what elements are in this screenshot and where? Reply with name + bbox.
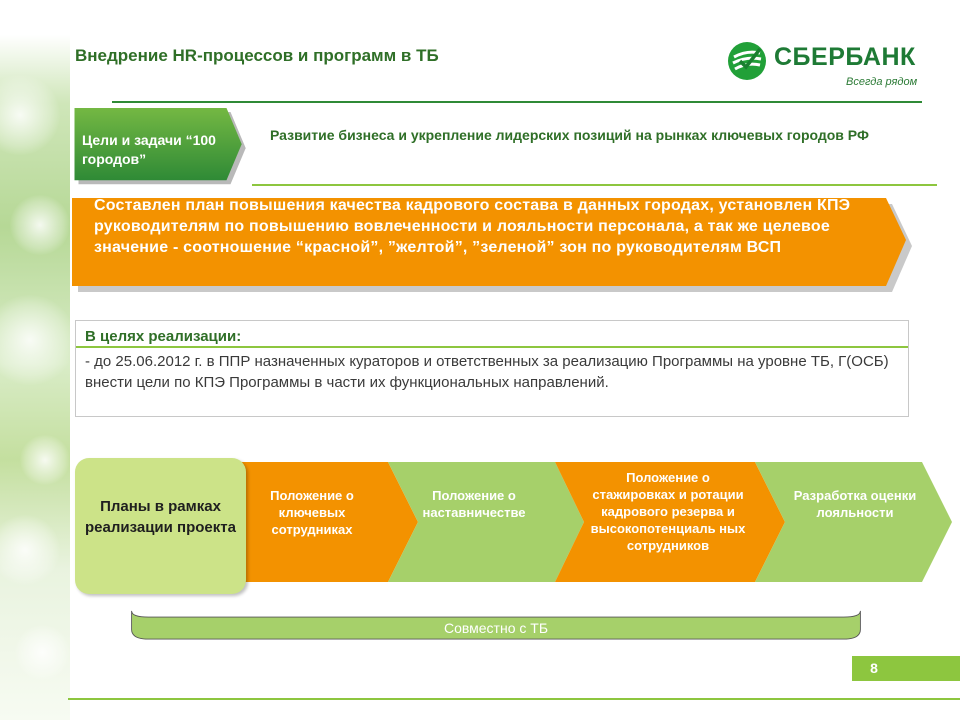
- sberbank-logo: СБЕРБАНК Всегда рядом: [726, 36, 926, 96]
- decorative-side-strip: [0, 35, 75, 720]
- banner-text: Составлен план повышения качества кадров…: [94, 197, 851, 256]
- logo-slogan: Всегда рядом: [846, 76, 918, 88]
- title-divider: [112, 101, 922, 103]
- together-label: Совместно с ТБ: [443, 620, 549, 636]
- page-number: 8: [870, 660, 878, 676]
- plans-box: [75, 458, 246, 594]
- step-3-label: Положение о стажировках и ротации кадров…: [590, 470, 746, 553]
- step-2-label: Положение о наставничестве: [422, 488, 526, 520]
- plans-label: Планы в рамках реализации проекта: [85, 498, 236, 536]
- page-title: Внедрение HR-процессов и программ в ТБ: [75, 46, 439, 65]
- logo-name: СБЕРБАНК: [774, 43, 916, 71]
- implementation-heading: В целях реализации:: [85, 328, 242, 345]
- goal-divider: [252, 184, 937, 186]
- goal-label: Цели и задачи “100 городов”: [82, 132, 216, 167]
- implementation-box: [75, 320, 909, 417]
- banner-arrow: [72, 198, 912, 292]
- together-bracket: [131, 610, 861, 640]
- step-1-label: Положение о ключевых сотрудниках: [270, 488, 354, 537]
- process-chevrons: [200, 462, 952, 582]
- step-3-shape: [555, 462, 785, 582]
- step-4-shape: [755, 462, 952, 582]
- step-4-label: Разработка оценки лояльности: [793, 488, 917, 520]
- goal-chevron: [74, 108, 242, 181]
- footer-divider: [68, 698, 960, 700]
- step-2-shape: [388, 462, 584, 582]
- implementation-body: - до 25.06.2012 г. в ППР назначенных кур…: [85, 353, 889, 391]
- logo-emblem-icon: [728, 42, 766, 80]
- implementation-divider: [76, 346, 908, 348]
- step-1-shape: [200, 462, 418, 582]
- goal-description: Развитие бизнеса и укрепление лидерских …: [270, 127, 869, 143]
- page-badge: [852, 656, 960, 681]
